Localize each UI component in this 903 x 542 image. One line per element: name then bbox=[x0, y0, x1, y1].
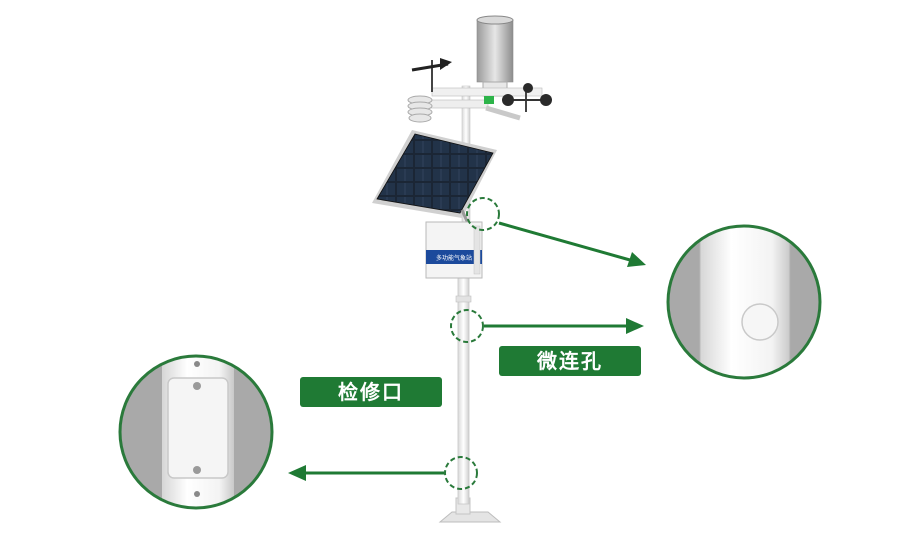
equipment-box: 多功能气象站 bbox=[425, 221, 483, 279]
rain-gauge bbox=[476, 15, 514, 97]
crossarm bbox=[423, 87, 543, 121]
solar-panel bbox=[372, 130, 497, 229]
pole-base bbox=[438, 497, 502, 523]
nameplate-text: 多功能气象站 bbox=[436, 254, 472, 262]
radiation-shield bbox=[407, 95, 433, 123]
marker-inspection-port bbox=[444, 456, 478, 490]
wind-vane bbox=[411, 58, 452, 92]
callout-arrows bbox=[288, 221, 646, 481]
zoom-circle-micro-hole bbox=[666, 224, 822, 380]
micro-hole-detail bbox=[741, 303, 779, 341]
marker-joint-top bbox=[466, 197, 500, 231]
pole-joint bbox=[455, 295, 472, 303]
micro-hole-label: 微连孔 bbox=[499, 346, 641, 376]
zoom-circle-inspection-port bbox=[118, 354, 274, 510]
highlight-markers bbox=[444, 197, 500, 490]
arrow-to-top-right bbox=[498, 221, 631, 262]
marker-micro-hole bbox=[450, 309, 484, 343]
main-pole bbox=[457, 257, 470, 505]
inspection-port-label: 检修口 bbox=[300, 377, 442, 407]
inspection-cover bbox=[167, 377, 229, 479]
anemometer bbox=[502, 83, 552, 112]
